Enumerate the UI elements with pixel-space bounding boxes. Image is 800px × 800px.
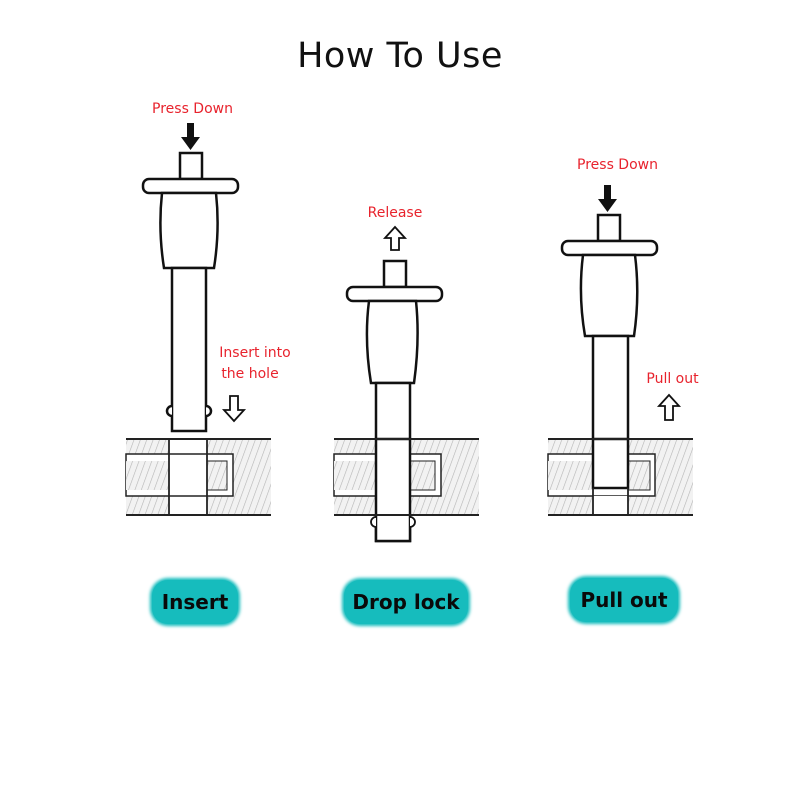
pin-insert <box>141 151 240 433</box>
label-insert-into-line2: the hole <box>221 366 279 382</box>
press-down-arrow-icon <box>181 123 200 150</box>
label-release: Release <box>367 205 423 221</box>
block-insert <box>125 438 271 516</box>
badge-pull-out: Pull out <box>570 578 678 622</box>
pull-out-up-arrow-icon <box>656 393 682 421</box>
label-press-down-pull-out: Press Down <box>577 157 658 173</box>
label-press-down-insert: Press Down <box>152 101 233 117</box>
badge-insert: Insert <box>152 580 238 624</box>
step-insert-illustration <box>125 123 271 516</box>
insert-down-arrow-icon <box>221 395 247 423</box>
badge-drop-lock: Drop lock <box>344 580 468 624</box>
label-insert-into-line1: Insert into <box>219 345 291 361</box>
block-pull-out <box>547 437 693 516</box>
label-pull-out-side: Pull out <box>646 371 699 387</box>
step-drop-lock-illustration <box>333 225 479 543</box>
block-drop-lock <box>333 437 479 543</box>
page-title: How To Use <box>297 36 503 76</box>
release-up-arrow-icon <box>382 225 408 251</box>
press-down-arrow-icon <box>598 185 617 212</box>
step-pull-out-illustration <box>547 185 693 516</box>
